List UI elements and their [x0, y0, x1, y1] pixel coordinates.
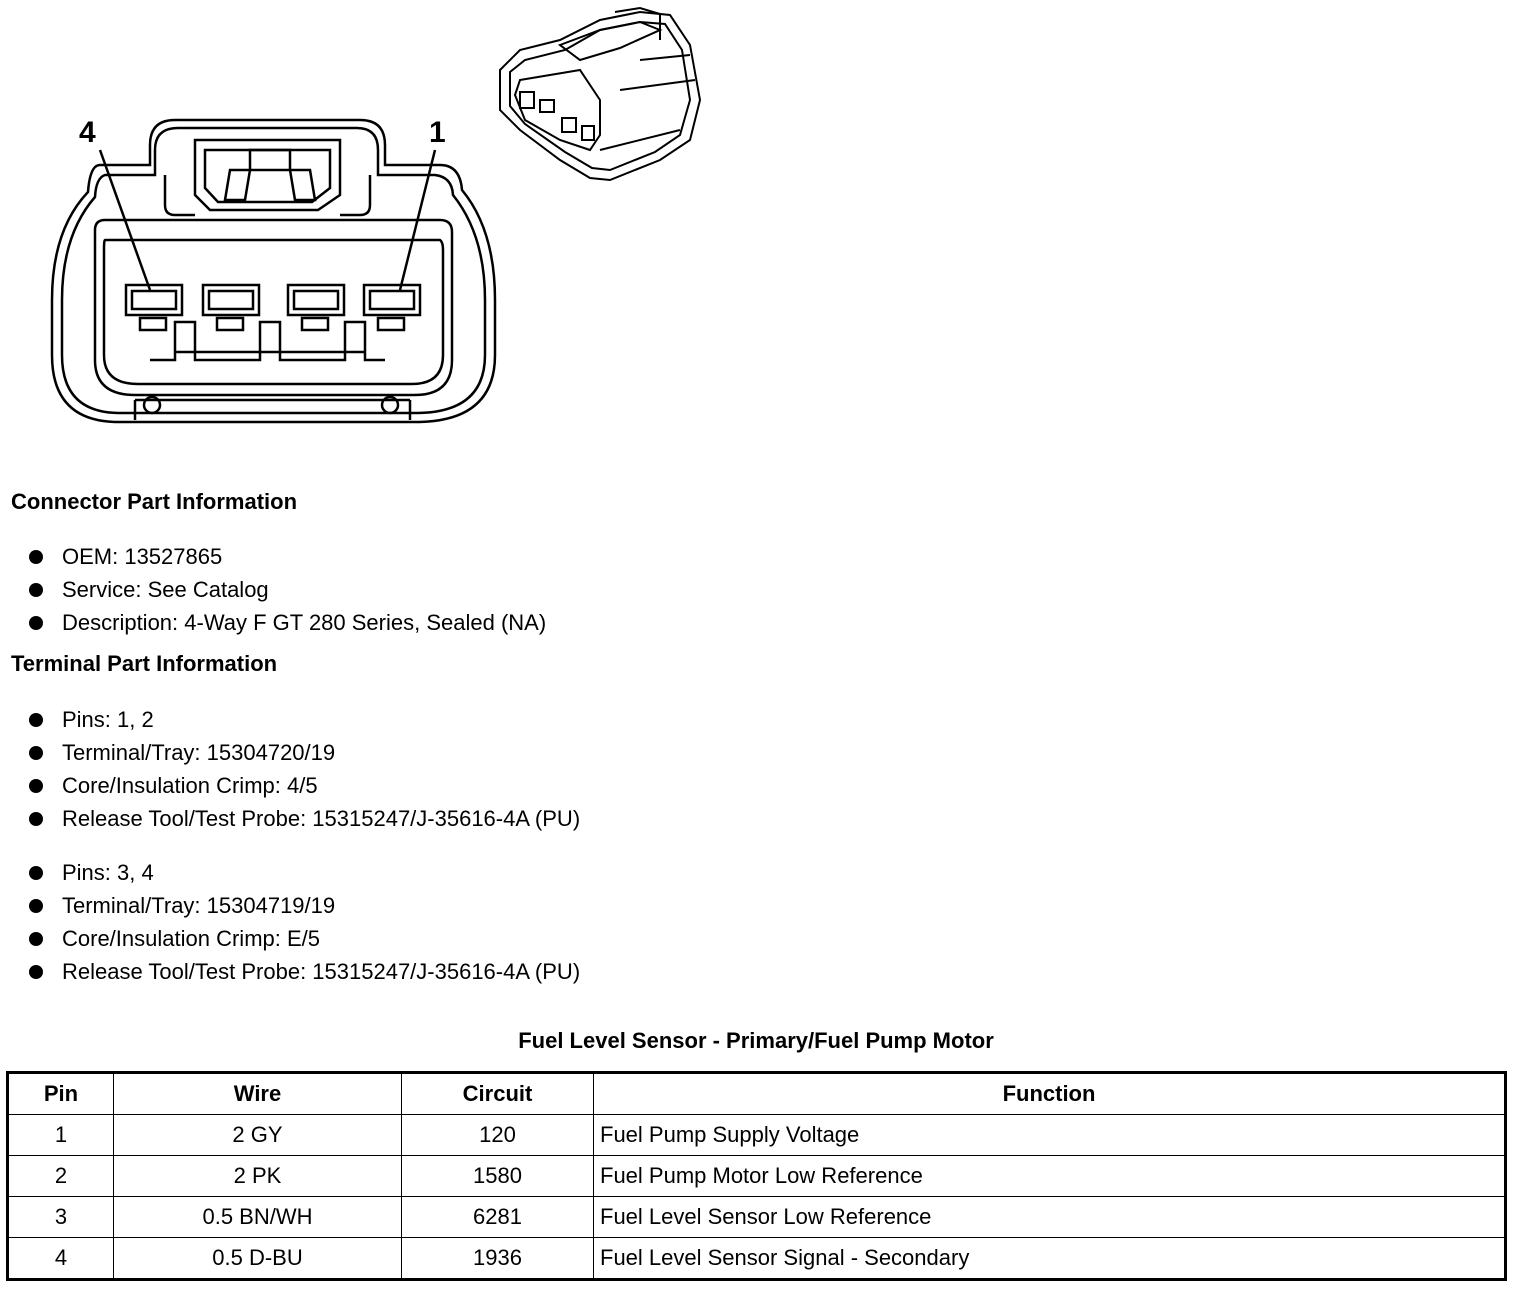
cell-circuit: 120 — [401, 1114, 594, 1156]
bullet-icon — [29, 866, 43, 880]
cell-wire: 0.5 D-BU — [113, 1237, 402, 1280]
connector-info-heading: Connector Part Information — [11, 489, 298, 514]
cell-pin: 3 — [7, 1196, 114, 1238]
connector-face-drawing — [50, 6, 702, 424]
connector-isometric-picture — [499, 6, 702, 182]
list-item: OEM: 13527865 — [0, 540, 546, 573]
column-header-function: Function — [593, 1072, 1506, 1115]
bullet-icon — [29, 713, 43, 727]
cell-pin: 1 — [7, 1114, 114, 1156]
cell-function: Fuel Level Sensor Low Reference — [593, 1196, 1506, 1238]
bullet-icon — [29, 550, 43, 564]
bullet-icon — [29, 812, 43, 826]
table-row: 3 0.5 BN/WH 6281 Fuel Level Sensor Low R… — [7, 1196, 1506, 1238]
list-item: Service: See Catalog — [0, 573, 546, 606]
cell-wire: 2 GY — [113, 1114, 402, 1156]
cell-pin: 4 — [7, 1237, 114, 1280]
terminal-info-group-2: Pins: 3, 4 Terminal/Tray: 15304719/19 Co… — [0, 856, 580, 988]
bullet-icon — [29, 899, 43, 913]
table-title: Fuel Level Sensor - Primary/Fuel Pump Mo… — [518, 1028, 994, 1053]
cell-function: Fuel Pump Supply Voltage — [593, 1114, 1506, 1156]
terminal-cavities — [124, 283, 422, 332]
table-row: 4 0.5 D-BU 1936 Fuel Level Sensor Signal… — [7, 1237, 1506, 1280]
bullet-icon — [29, 965, 43, 979]
column-header-pin: Pin — [7, 1072, 114, 1115]
column-header-circuit: Circuit — [401, 1072, 594, 1115]
list-item: Release Tool/Test Probe: 15315247/J-3561… — [0, 802, 580, 835]
cell-pin: 2 — [7, 1155, 114, 1197]
terminal-info-heading: Terminal Part Information — [11, 651, 278, 676]
cell-function: Fuel Pump Motor Low Reference — [593, 1155, 1506, 1197]
connector-diagram: 4 1 — [0, 0, 760, 450]
cell-wire: 2 PK — [113, 1155, 402, 1197]
list-item: Terminal/Tray: 15304719/19 — [0, 889, 580, 922]
pinout-table: Pin Wire Circuit Function 1 2 GY 120 Fue… — [6, 1071, 1507, 1281]
list-item: Terminal/Tray: 15304720/19 — [0, 736, 580, 769]
list-item: Description: 4-Way F GT 280 Series, Seal… — [0, 606, 546, 639]
bullet-icon — [29, 583, 43, 597]
cell-function: Fuel Level Sensor Signal - Secondary — [593, 1237, 1506, 1280]
list-item: Pins: 3, 4 — [0, 856, 580, 889]
pin-label-1: 1 — [429, 116, 446, 149]
list-item: Core/Insulation Crimp: E/5 — [0, 922, 580, 955]
list-item: Pins: 1, 2 — [0, 703, 580, 736]
bullet-icon — [29, 746, 43, 760]
list-item: Release Tool/Test Probe: 15315247/J-3561… — [0, 955, 580, 988]
bullet-icon — [29, 779, 43, 793]
column-header-wire: Wire — [113, 1072, 402, 1115]
cell-wire: 0.5 BN/WH — [113, 1196, 402, 1238]
table-row: 1 2 GY 120 Fuel Pump Supply Voltage — [7, 1114, 1506, 1156]
bullet-icon — [29, 616, 43, 630]
pin1-leader-line — [398, 149, 437, 291]
pin4-leader-line — [98, 149, 152, 291]
table-row: 2 2 PK 1580 Fuel Pump Motor Low Referenc… — [7, 1155, 1506, 1197]
pin-label-4: 4 — [79, 116, 96, 149]
cell-circuit: 1936 — [401, 1237, 594, 1280]
cell-circuit: 1580 — [401, 1155, 594, 1197]
terminal-info-group-1: Pins: 1, 2 Terminal/Tray: 15304720/19 Co… — [0, 703, 580, 835]
list-item: Core/Insulation Crimp: 4/5 — [0, 769, 580, 802]
cell-circuit: 6281 — [401, 1196, 594, 1238]
connector-info-list: OEM: 13527865 Service: See Catalog Descr… — [0, 540, 546, 639]
table-header-row: Pin Wire Circuit Function — [7, 1072, 1506, 1115]
bullet-icon — [29, 932, 43, 946]
